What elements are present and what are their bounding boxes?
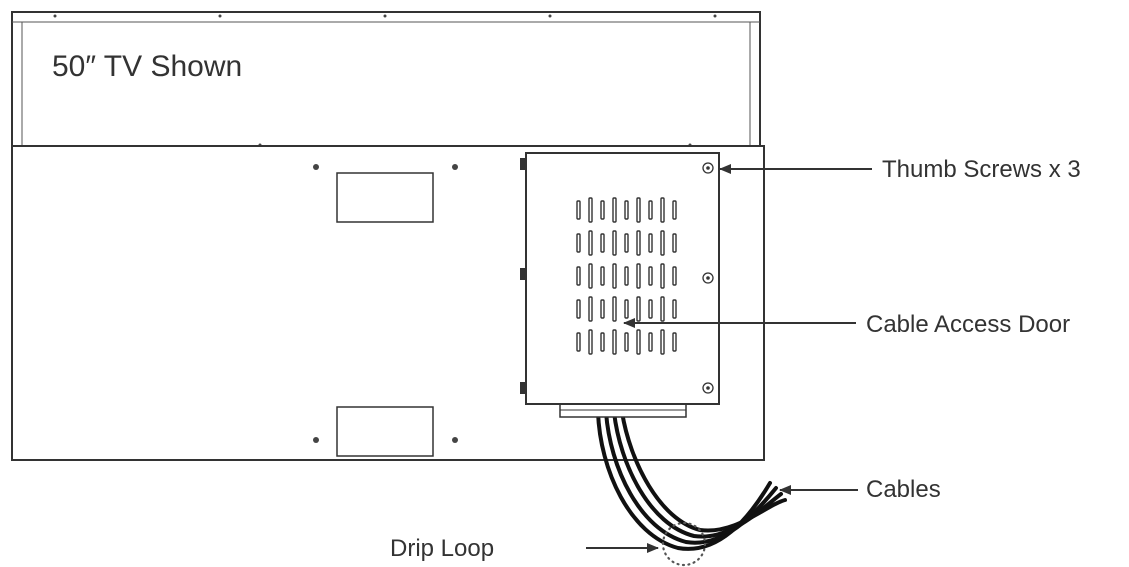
vent-slot	[612, 197, 617, 223]
vent-slot	[648, 299, 653, 319]
vent-slot	[636, 329, 641, 355]
vent-slot	[612, 230, 617, 256]
vent-slot	[576, 266, 581, 286]
vent-slots	[576, 197, 677, 355]
vent-slot	[660, 329, 665, 355]
vent-slot	[600, 332, 605, 352]
vent-slot	[636, 230, 641, 256]
vent-slot	[660, 263, 665, 289]
vent-slot	[636, 263, 641, 289]
drip-loop-label: Drip Loop	[390, 535, 494, 562]
thumb-screws-label: Thumb Screws x 3	[882, 156, 1081, 183]
thumb-screws	[702, 162, 714, 394]
vent-slot	[624, 233, 629, 253]
door-side-tabs	[520, 158, 526, 394]
vent-slot	[576, 299, 581, 319]
vent-slot	[588, 230, 593, 256]
vent-slot	[672, 299, 677, 319]
vent-slot	[624, 299, 629, 319]
vent-slot	[636, 296, 641, 322]
vent-slot	[600, 266, 605, 286]
cable-access-door-label: Cable Access Door	[866, 311, 1070, 338]
vent-slot	[672, 233, 677, 253]
drip-loop-marker	[661, 521, 707, 567]
thumb-screw	[702, 272, 714, 284]
vent-slot	[588, 263, 593, 289]
vent-slot	[612, 296, 617, 322]
vent-slot	[672, 332, 677, 352]
vent-slot	[576, 200, 581, 220]
tv-top-panel: 50″ TV Shown	[11, 11, 761, 147]
vent-slot	[636, 197, 641, 223]
callout-arrows	[586, 164, 872, 553]
vent-slot	[672, 266, 677, 286]
vent-slot	[588, 329, 593, 355]
vent-slot	[648, 266, 653, 286]
title-label: 50″ TV Shown	[52, 50, 242, 83]
cable-access-door	[520, 152, 720, 418]
vent-slot	[612, 263, 617, 289]
vent-slot	[600, 200, 605, 220]
vent-slot	[612, 329, 617, 355]
thumb-screw	[702, 382, 714, 394]
vent-slot	[588, 197, 593, 223]
vent-slot	[648, 233, 653, 253]
vent-slot	[624, 266, 629, 286]
vent-slot	[588, 296, 593, 322]
vent-slot	[648, 332, 653, 352]
vent-slot	[660, 296, 665, 322]
mounting-plate-bottom	[313, 406, 458, 457]
callout-labels: Thumb Screws x 3 Cable Access Door Cable…	[390, 156, 1081, 562]
vent-slot	[624, 200, 629, 220]
cables-label: Cables	[866, 476, 941, 503]
vent-slot	[660, 230, 665, 256]
vent-slot	[624, 332, 629, 352]
vent-slot	[576, 233, 581, 253]
vent-slot	[600, 233, 605, 253]
mounting-plate-top	[313, 164, 458, 223]
vent-slot	[576, 332, 581, 352]
vent-slot	[672, 200, 677, 220]
cables	[596, 410, 787, 551]
vent-slot	[660, 197, 665, 223]
thumb-screw	[702, 162, 714, 174]
vent-slot	[600, 299, 605, 319]
vent-slot	[648, 200, 653, 220]
